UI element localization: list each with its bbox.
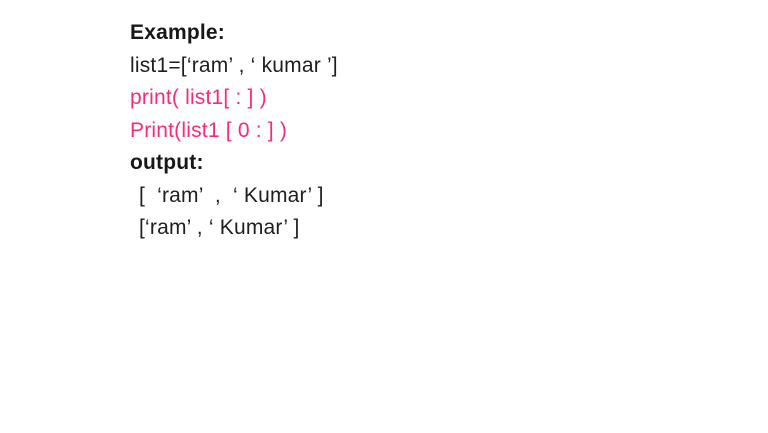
example-heading: Example: xyxy=(130,21,225,44)
code-line-print-zero-slice: Print(list1 [ 0 : ] ) xyxy=(130,118,288,142)
example-text-block: Example: list1=[‘ram’ , ‘ kumar ’] print… xyxy=(130,17,338,245)
output-heading: output: xyxy=(130,151,204,174)
code-line-print-full-slice: print( list1[ : ] ) xyxy=(130,86,267,109)
output-line-2: [‘ram’ , ‘ Kumar’ ] xyxy=(139,216,300,239)
code-line-list-definition: list1=[‘ram’ , ‘ kumar ’] xyxy=(130,53,338,77)
output-line-1: [ ‘ram’ , ‘ Kumar’ ] xyxy=(139,183,324,207)
